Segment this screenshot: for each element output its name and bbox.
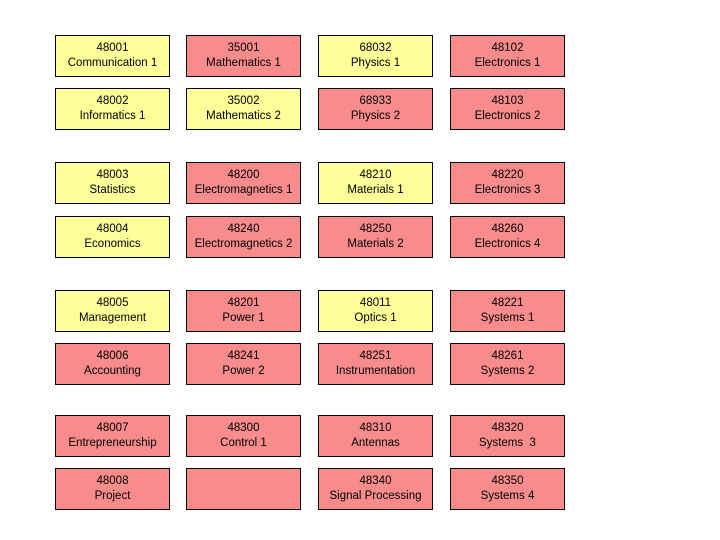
course-code: 48340 (359, 475, 392, 487)
course-box-48003: 48003 Statistics (55, 162, 170, 204)
course-box-48002: 48002 Informatics 1 (55, 88, 170, 130)
course-name: Signal Processing (329, 490, 422, 502)
course-name: Statistics (89, 184, 136, 196)
course-code: 48001 (96, 42, 129, 54)
course-code: 48300 (227, 422, 260, 434)
course-box-48221: 48221 Systems 1 (450, 290, 565, 332)
course-name: Electronics 2 (474, 110, 541, 122)
course-name: Mathematics 2 (206, 110, 281, 122)
course-code: 48201 (227, 297, 260, 309)
course-code: 48007 (96, 422, 129, 434)
course-box-48005: 48005 Management (55, 290, 170, 332)
course-code: 48210 (359, 169, 392, 181)
course-code: 48200 (227, 169, 260, 181)
course-code: 35001 (227, 42, 260, 54)
course-code: 48261 (491, 350, 524, 362)
course-name: Power 2 (222, 365, 265, 377)
course-box-48001: 48001 Communication 1 (55, 35, 170, 77)
course-box-68032: 68032 Physics 1 (318, 35, 433, 77)
course-box-48011: 48011 Optics 1 (318, 290, 433, 332)
course-code: 48220 (491, 169, 524, 181)
course-box-35001: 35001 Mathematics 1 (186, 35, 301, 77)
course-code: 48350 (491, 475, 524, 487)
course-name: Electromagnetics 1 (194, 184, 293, 196)
course-name: Optics 1 (354, 312, 397, 324)
course-code: 48240 (227, 223, 260, 235)
course-code: 48011 (359, 297, 392, 309)
course-name: Instrumentation (335, 365, 416, 377)
course-box-48103: 48103 Electronics 2 (450, 88, 565, 130)
course-name: Physics 1 (350, 57, 401, 69)
course-code: 48241 (227, 350, 260, 362)
course-name: Communication 1 (67, 57, 158, 69)
course-name: Mathematics 1 (206, 57, 281, 69)
course-code: 48008 (96, 475, 129, 487)
course-name: Control 1 (220, 437, 267, 449)
course-name: Economics (84, 238, 141, 250)
course-code: 48102 (491, 42, 524, 54)
course-name: Power 1 (222, 312, 265, 324)
course-code: 48103 (491, 95, 524, 107)
course-name: Project (94, 490, 131, 502)
course-box-48006: 48006 Accounting (55, 343, 170, 385)
course-box-48260: 48260 Electronics 4 (450, 216, 565, 258)
course-box-48310: 48310 Antennas (318, 415, 433, 457)
course-name: Materials 1 (347, 184, 404, 196)
course-name: Physics 2 (350, 110, 401, 122)
course-box-48300: 48300 Control 1 (186, 415, 301, 457)
course-name: Electronics 4 (474, 238, 541, 250)
course-code: 48005 (96, 297, 129, 309)
course-box-35002: 35002 Mathematics 2 (186, 88, 301, 130)
course-box-48201: 48201 Power 1 (186, 290, 301, 332)
course-code: 48004 (96, 223, 129, 235)
course-box-48102: 48102 Electronics 1 (450, 35, 565, 77)
course-name: Electronics 1 (474, 57, 541, 69)
course-box-empty (186, 468, 301, 510)
course-name: Management (78, 312, 147, 324)
course-code: 68032 (359, 42, 392, 54)
course-box-48241: 48241 Power 2 (186, 343, 301, 385)
course-name: Informatics 1 (79, 110, 146, 122)
course-code: 68933 (359, 95, 392, 107)
course-code: 48002 (96, 95, 129, 107)
course-box-48220: 48220 Electronics 3 (450, 162, 565, 204)
course-box-48320: 48320 Systems 3 (450, 415, 565, 457)
course-box-48210: 48210 Materials 1 (318, 162, 433, 204)
course-box-48340: 48340 Signal Processing (318, 468, 433, 510)
course-box-48240: 48240 Electromagnetics 2 (186, 216, 301, 258)
course-box-68933: 68933 Physics 2 (318, 88, 433, 130)
course-code: 48320 (491, 422, 524, 434)
course-name: Systems 2 (480, 365, 535, 377)
course-box-48007: 48007 Entrepreneurship (55, 415, 170, 457)
course-name: Systems 4 (480, 490, 535, 502)
course-name: Electronics 3 (474, 184, 541, 196)
course-box-48250: 48250 Materials 2 (318, 216, 433, 258)
course-code: 48003 (96, 169, 129, 181)
course-code: 48260 (491, 223, 524, 235)
course-box-48200: 48200 Electromagnetics 1 (186, 162, 301, 204)
course-name: Materials 2 (347, 238, 404, 250)
course-code: 48310 (359, 422, 392, 434)
course-code: 48006 (96, 350, 129, 362)
course-name: Systems 1 (480, 312, 535, 324)
course-name: Electromagnetics 2 (194, 238, 293, 250)
course-box-48008: 48008 Project (55, 468, 170, 510)
course-code: 35002 (227, 95, 260, 107)
course-name: Accounting (84, 365, 141, 377)
course-box-48350: 48350 Systems 4 (450, 468, 565, 510)
course-name: Entrepreneurship (68, 437, 157, 449)
course-box-48261: 48261 Systems 2 (450, 343, 565, 385)
course-code: 48221 (491, 297, 524, 309)
course-name: Systems 3 (479, 437, 536, 449)
course-box-48004: 48004 Economics (55, 216, 170, 258)
course-code: 48251 (359, 350, 392, 362)
course-name: Antennas (351, 437, 400, 449)
course-box-48251: 48251 Instrumentation (318, 343, 433, 385)
course-code: 48250 (359, 223, 392, 235)
